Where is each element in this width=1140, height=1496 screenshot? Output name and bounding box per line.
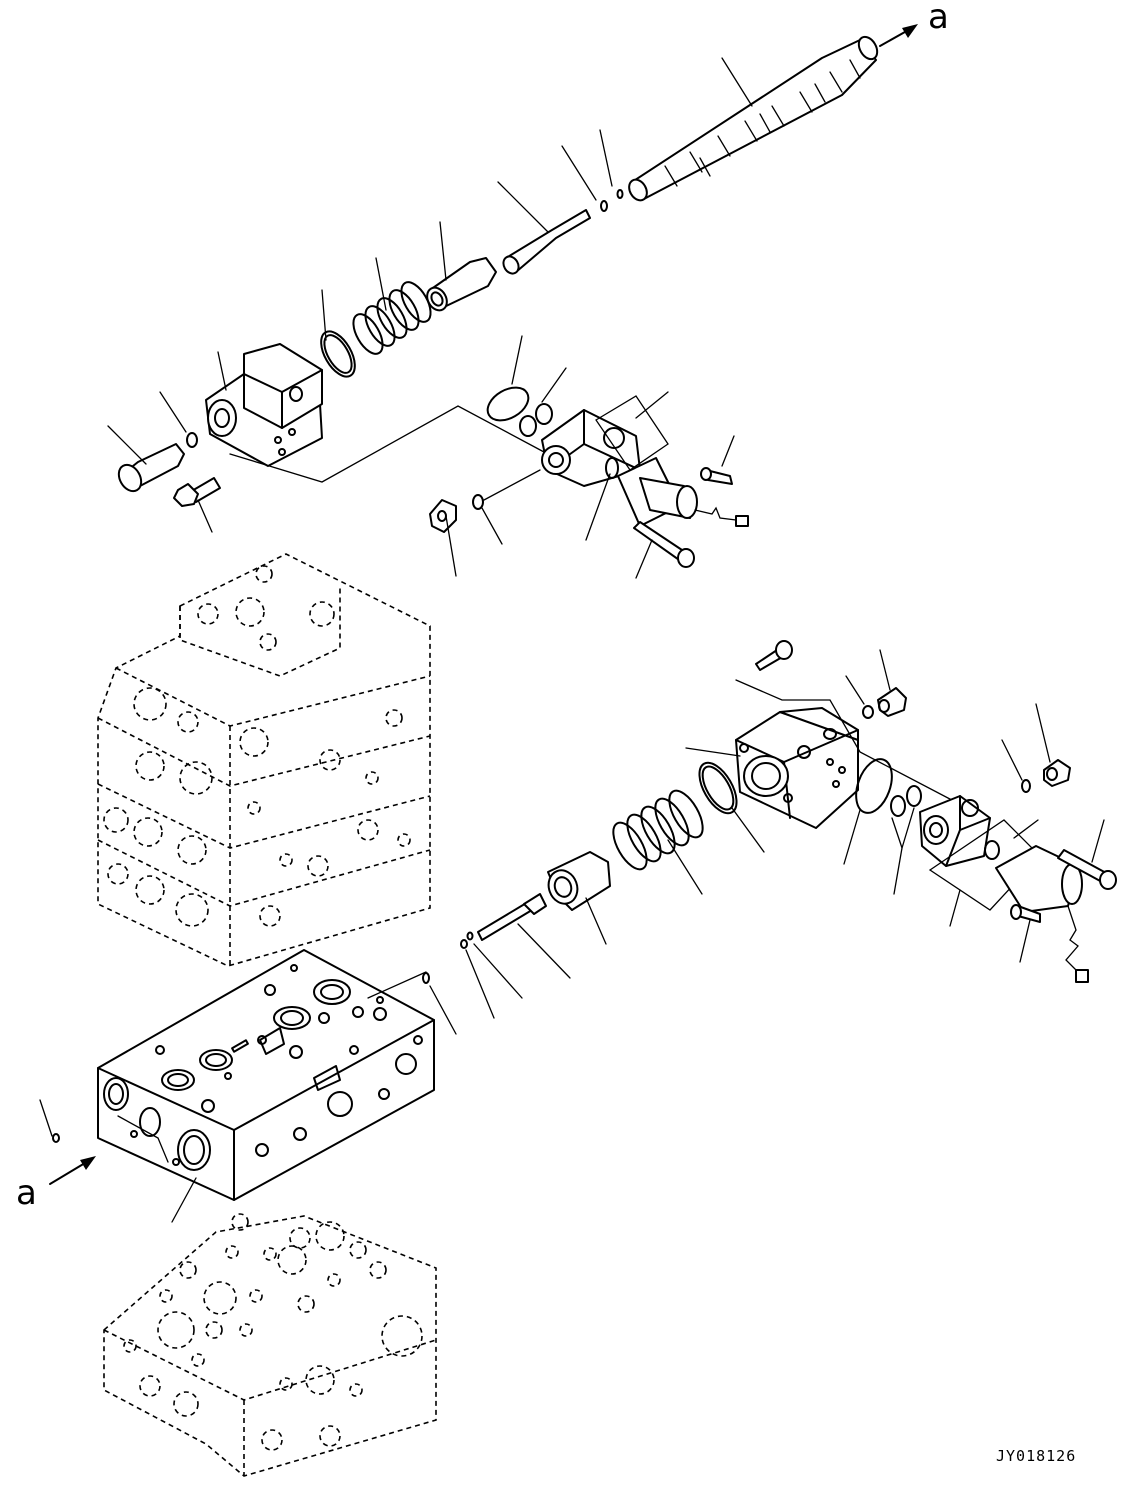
- bolt-upper-left: [173, 477, 221, 507]
- small-ring: [600, 200, 608, 212]
- proportional-solenoid-upper: [595, 395, 749, 527]
- oring-tiny-upper-mid: [472, 494, 484, 510]
- spring-lower: [612, 789, 704, 871]
- bolt-upper-right-a: [700, 467, 733, 485]
- bolt-lower-right-a: [1057, 849, 1117, 890]
- oring-lower-tiny-a: [422, 972, 430, 984]
- plug-lower-right: [1043, 759, 1071, 787]
- oring-lower-cap: [862, 705, 874, 719]
- arrow-a-top: [879, 24, 918, 47]
- oring-pair-upper: [486, 386, 553, 437]
- oring-solenoid-upper: [605, 457, 619, 479]
- oring-pair-lower: [855, 758, 922, 851]
- valve-stack-dashed: [97, 553, 431, 967]
- plug-lower-top: [877, 687, 907, 717]
- small-oring-spool: [616, 189, 624, 199]
- oring-tiny-lower-right: [1021, 779, 1031, 793]
- arrow-a-bottom: [49, 1156, 96, 1185]
- bolt-upper-right-b: [633, 521, 695, 568]
- spring-seat-lower: [547, 851, 611, 911]
- proportional-solenoid-lower: [928, 819, 1089, 983]
- spring-seat-upper: [426, 257, 497, 312]
- spool-lower-rod: [477, 893, 547, 941]
- valve-section-block: [97, 949, 435, 1201]
- plug-upper-left: [117, 443, 185, 493]
- oring-lower-tiny-b: [460, 939, 468, 949]
- solenoid-case-lower: [919, 795, 991, 867]
- bolt-lower-right-b: [1010, 904, 1041, 923]
- plug-upper-mid: [429, 499, 457, 533]
- leader-lines: [39, 57, 1105, 1223]
- oring-large-lower: [698, 761, 738, 815]
- oring-small-upper-left: [186, 432, 198, 448]
- bolt-lower-top: [755, 640, 793, 671]
- spool: [628, 35, 879, 202]
- spring-case-lower: [735, 707, 859, 829]
- ref-label-a-top: a: [928, 0, 949, 37]
- oring-lower-tiny-c: [466, 931, 474, 941]
- lower-valve-block-dashed: [103, 1213, 437, 1477]
- stopper-rod: [502, 209, 591, 275]
- drawing-code: JY018126: [996, 1447, 1076, 1465]
- spring-case-upper: [205, 343, 323, 467]
- oring-solenoid-lower: [984, 840, 1000, 860]
- solenoid-case-upper: [541, 409, 641, 487]
- spring-upper: [352, 281, 432, 355]
- ref-label-a-bottom: a: [16, 1173, 37, 1213]
